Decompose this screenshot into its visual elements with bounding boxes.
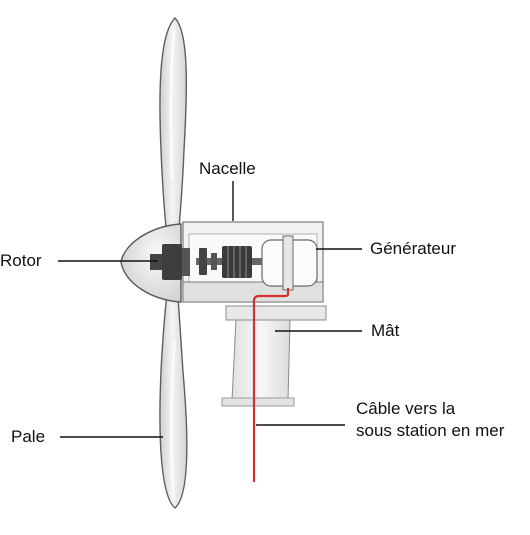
blade-label: Pale — [11, 427, 46, 446]
generator-label: Générateur — [370, 239, 456, 258]
cable-label-line1: Câble vers la — [356, 399, 456, 418]
generator — [261, 235, 318, 291]
gearbox — [222, 246, 252, 278]
leader-lines — [58, 181, 362, 438]
rotor-label: Rotor — [0, 251, 42, 270]
rotor-hub — [120, 223, 190, 303]
nacelle-label: Nacelle — [199, 159, 256, 178]
mast — [221, 305, 327, 407]
power-cable — [252, 288, 290, 482]
cable-label-line2: sous station en mer — [356, 421, 505, 440]
mast-label: Mât — [371, 321, 400, 340]
